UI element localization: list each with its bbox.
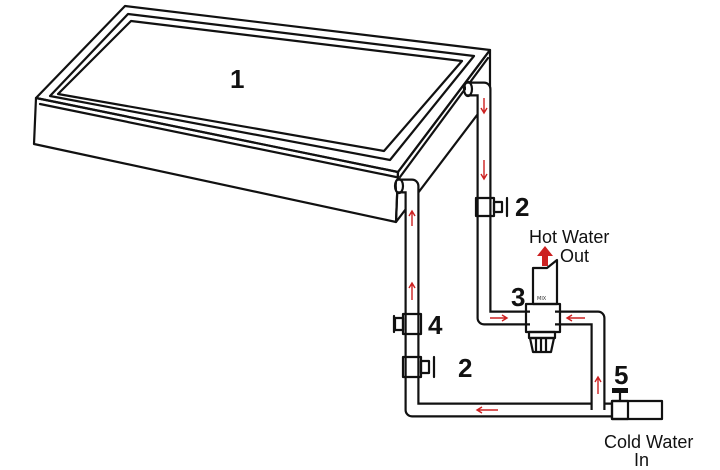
cold-inlet-stub	[610, 399, 664, 421]
check-valve-upper	[474, 196, 509, 218]
inlet-valve-handle	[612, 388, 628, 393]
collector-outlet-cap	[462, 80, 474, 98]
mix-marking: MIX	[537, 296, 547, 302]
inlet-valve-label: 5	[614, 360, 628, 390]
flow-arrow-down-middle	[480, 160, 488, 181]
flow-arrows	[408, 98, 602, 414]
return-pipe-interior	[397, 180, 612, 416]
flow-arrow-right-bottom	[490, 314, 509, 322]
valve-4	[392, 312, 423, 336]
inlet-valve	[610, 388, 630, 421]
hot-outlet-stub	[531, 258, 559, 306]
flow-arrow-up-top	[408, 209, 416, 226]
flow-arrow-left-mix	[565, 314, 585, 322]
collector-inlet-cap	[393, 177, 405, 195]
solar-collector-panel	[32, 4, 492, 224]
valve-4-label: 4	[428, 310, 443, 340]
return-pipe-outline	[397, 178, 612, 418]
mixing-valve: MIX	[524, 296, 562, 354]
flow-arrow-up-return	[408, 281, 416, 300]
cold-riser-outline	[555, 310, 606, 410]
check-valve-lower-label: 2	[458, 353, 472, 383]
collector-label: 1	[230, 64, 244, 94]
check-valve-upper-label: 2	[515, 192, 529, 222]
cold-water-label-line2: In	[634, 450, 649, 470]
flow-arrow-left-bottom	[475, 406, 498, 414]
hot-water-label-line1: Hot Water	[529, 227, 609, 247]
hot-water-label-line2: Out	[560, 246, 589, 266]
cold-water-label-line1: Cold Water	[604, 432, 693, 452]
mixing-valve-label: 3	[511, 282, 525, 312]
flow-arrow-up-cold	[594, 375, 602, 394]
arrow-up-icon	[537, 246, 553, 266]
flow-arrow-down-upper	[480, 98, 488, 115]
check-valve-lower	[401, 355, 436, 379]
